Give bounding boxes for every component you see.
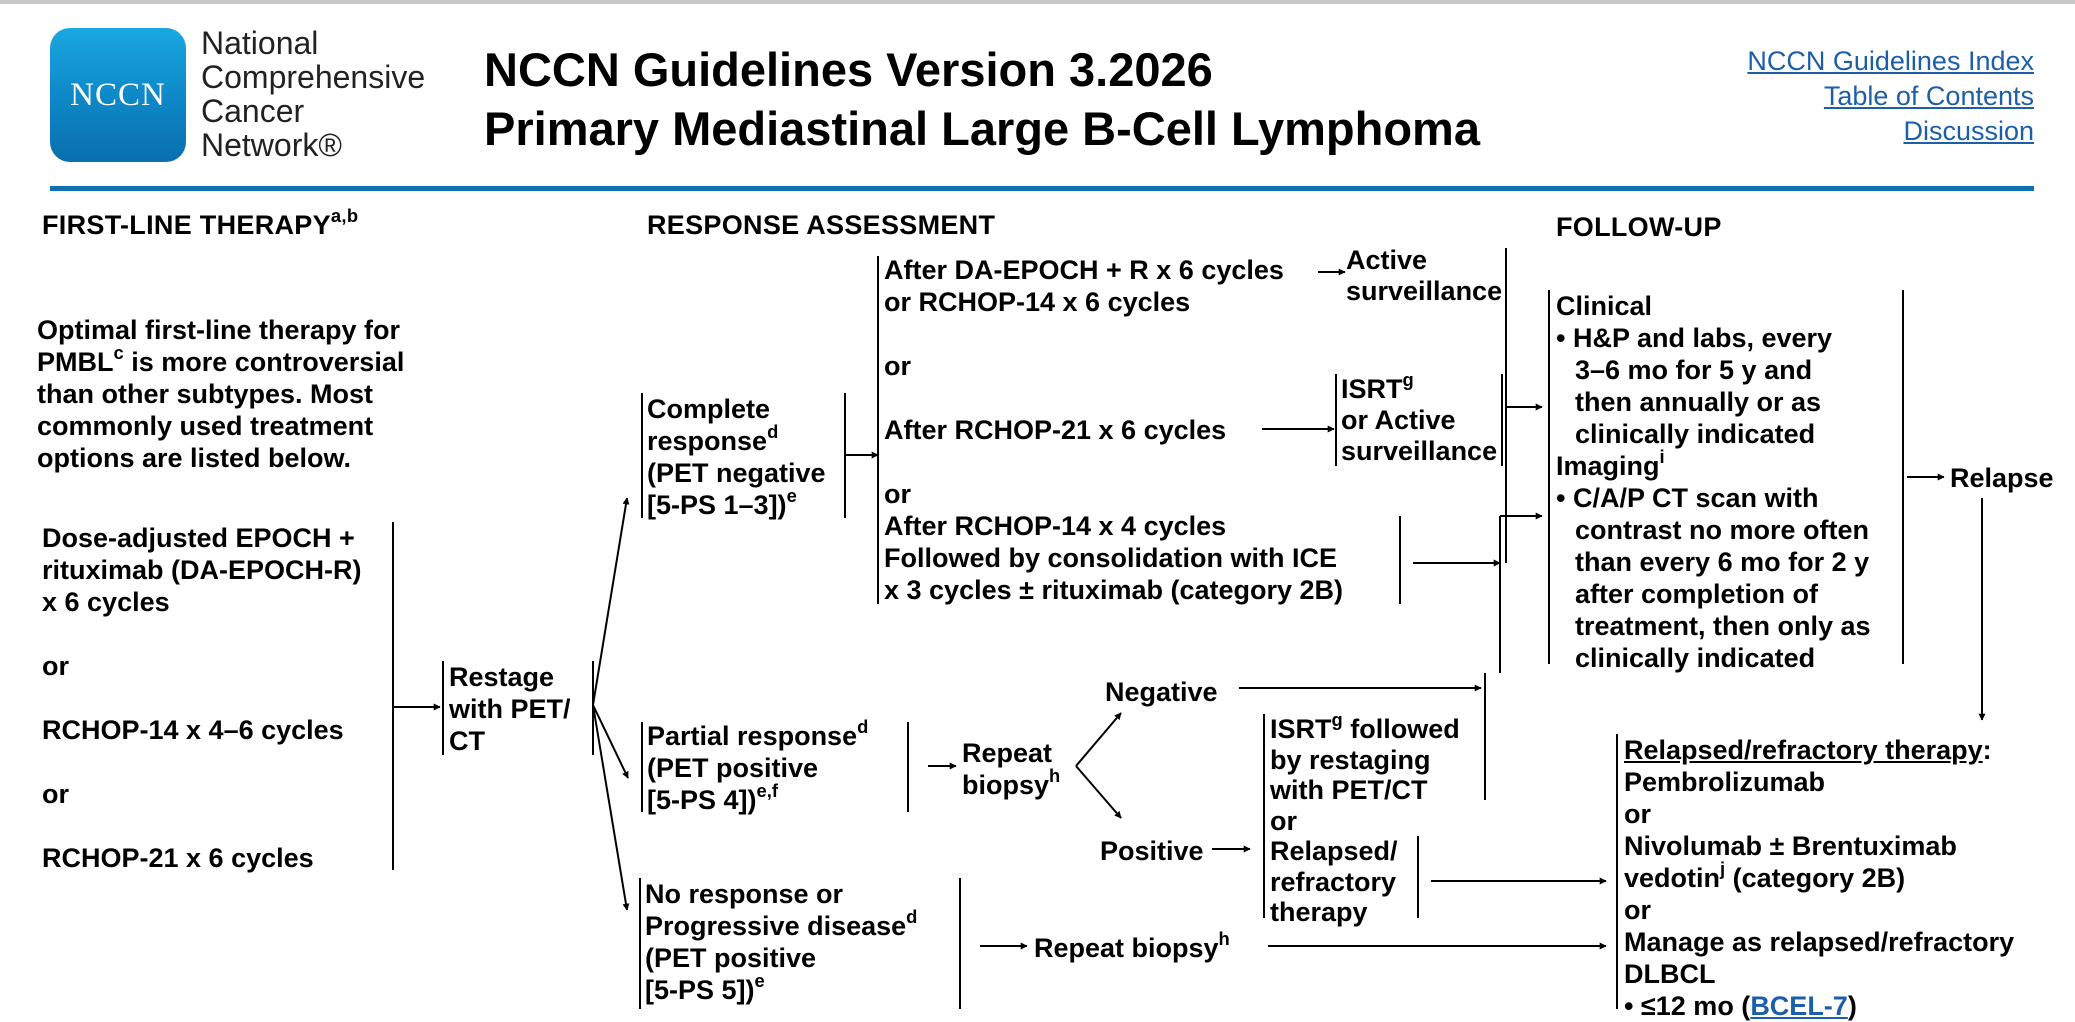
page-title: NCCN Guidelines Version 3.2026 Primary M…: [484, 40, 1480, 158]
response-heading: RESPONSE ASSESSMENT: [647, 210, 996, 240]
header-divider: [50, 186, 2034, 191]
isrt-followed-by-restaging: ISRTg followed by restaging with PET/CT …: [1270, 708, 1460, 927]
relapsed-refractory-therapy: Relapsed/refractory therapy: Pembrolizum…: [1624, 735, 2015, 1021]
followup-heading: FOLLOW-UP: [1556, 212, 1722, 242]
first-line-option-da-epoch: Dose-adjusted EPOCH + rituximab (DA-EPOC…: [42, 523, 362, 617]
or-label: or: [42, 779, 69, 809]
complete-response: Complete responsed (PET negative [5-PS 1…: [647, 394, 826, 520]
complete-option-rchop14-ice: After RCHOP-14 x 4 cycles Followed by co…: [884, 511, 1344, 605]
restage-box: Restage with PET/ CT: [449, 662, 571, 756]
active-surveillance: Active surveillance: [1346, 245, 1503, 306]
repeat-biopsy: Repeat biopsyh: [962, 738, 1061, 800]
org-name: National Comprehensive Cancer Network®: [201, 26, 425, 162]
no-response: No response or Progressive diseased (PET…: [645, 879, 918, 1005]
org-name-line: National: [201, 25, 319, 61]
org-name-line: Network®: [201, 127, 342, 163]
nccn-logo: NCCN: [50, 28, 186, 162]
isrt-or-active-surveillance: ISRTg or Active surveillance: [1341, 368, 1498, 466]
relapse-label: Relapse: [1950, 463, 2054, 493]
first-line-option-rchop21: RCHOP-21 x 6 cycles: [42, 843, 314, 873]
or-label: or: [884, 351, 911, 381]
header-links: NCCN Guidelines Index Table of Contents …: [1747, 44, 2034, 149]
or-label: or: [42, 651, 69, 681]
repeat-biopsy-no-response: Repeat biopsyh: [1034, 927, 1230, 963]
partial-response: Partial responsed (PET positive [5-PS 4]…: [647, 715, 869, 815]
discussion-link[interactable]: Discussion: [1903, 116, 2034, 146]
first-line-option-rchop14: RCHOP-14 x 4–6 cycles: [42, 715, 344, 745]
complete-option-rchop21: After RCHOP-21 x 6 cycles: [884, 415, 1227, 445]
positive-label: Positive: [1100, 836, 1204, 866]
table-of-contents-link[interactable]: Table of Contents: [1823, 81, 2034, 111]
first-line-intro: Optimal first-line therapy for PMBLc is …: [37, 315, 405, 473]
top-border: [0, 0, 2075, 4]
first-line-heading: FIRST-LINE THERAPYa,b: [42, 204, 359, 240]
or-label: or: [884, 479, 911, 509]
guideline-version: NCCN Guidelines Version 3.2026: [484, 43, 1213, 96]
org-name-line: Cancer: [201, 93, 305, 129]
org-name-line: Comprehensive: [201, 59, 426, 95]
complete-option-da-epoch: After DA-EPOCH + R x 6 cycles or RCHOP-1…: [884, 255, 1284, 317]
guideline-topic: Primary Mediastinal Large B-Cell Lymphom…: [484, 102, 1480, 155]
negative-label: Negative: [1105, 677, 1218, 707]
guidelines-index-link[interactable]: NCCN Guidelines Index: [1747, 46, 2034, 76]
followup-box: Clinical • H&P and labs, every 3–6 mo fo…: [1556, 291, 1871, 673]
logo-text: NCCN: [70, 76, 166, 113]
